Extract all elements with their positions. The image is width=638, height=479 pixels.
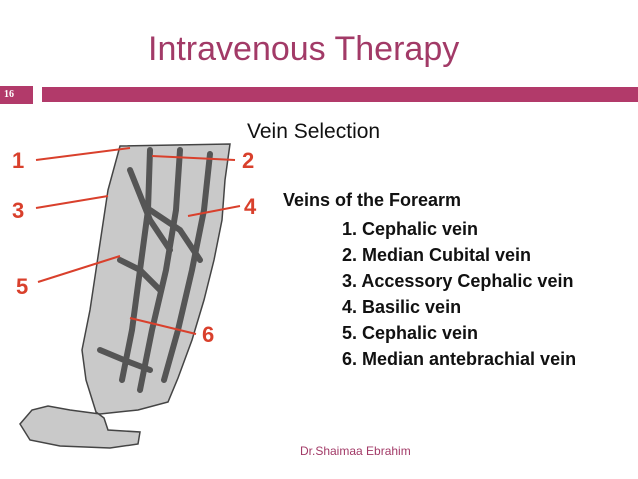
- callout-4: 4: [244, 194, 257, 219]
- list-item: 4. Basilic vein: [342, 297, 462, 317]
- list-item: 5. Cephalic vein: [342, 323, 479, 343]
- forearm-outline: [19, 143, 231, 449]
- section-title: Veins of the Forearm: [283, 190, 462, 210]
- slide-number: 16: [0, 86, 33, 104]
- title-rule: [42, 87, 638, 102]
- callout-6: 6: [202, 322, 214, 347]
- list-item: 1. Cephalic vein: [342, 219, 479, 239]
- vein-list: 1. Cephalic vein 2. Median Cubital vein …: [342, 216, 576, 372]
- vein-network: [97, 147, 213, 393]
- callout-lines: [35, 147, 241, 335]
- slide-title: Intravenous Therapy: [148, 30, 460, 68]
- list-item: 2. Median Cubital vein: [342, 245, 532, 265]
- callout-2: 2: [242, 148, 254, 173]
- slide-subtitle: Vein Selection: [247, 120, 381, 143]
- callout-5: 5: [16, 274, 28, 299]
- footer-author: Dr.Shaimaa Ebrahim: [300, 444, 411, 458]
- callout-labels: 1 2 3 4 5 6: [12, 148, 257, 347]
- callout-1: 1: [12, 148, 24, 173]
- callout-3: 3: [12, 198, 24, 223]
- list-item: 6. Median antebrachial vein: [342, 349, 577, 369]
- list-item: 3. Accessory Cephalic vein: [342, 271, 574, 291]
- forearm-diagram: 1 2 3 4 5 6: [12, 143, 257, 449]
